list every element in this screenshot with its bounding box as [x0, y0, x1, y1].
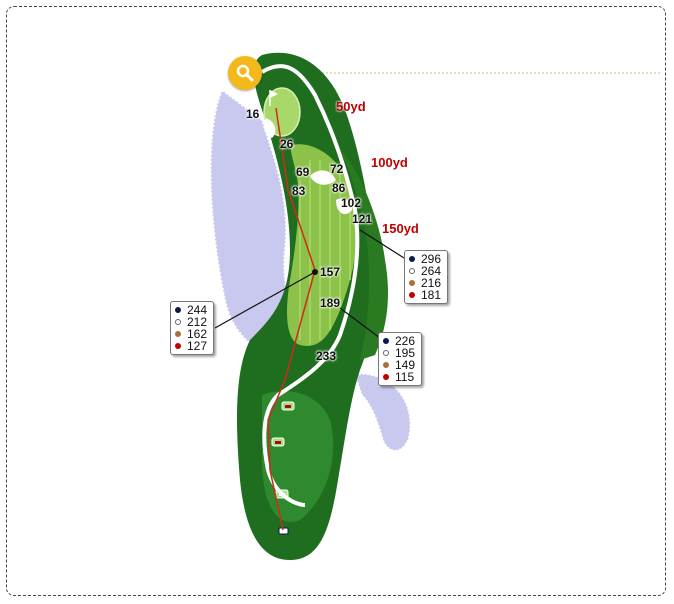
distance-value: 244	[187, 303, 208, 317]
tee-gold-dot	[175, 331, 181, 337]
distance-value: 162	[187, 327, 208, 341]
tee-black-dot	[175, 307, 181, 313]
distance-value: 226	[395, 334, 416, 348]
leader-189	[339, 307, 381, 339]
distance-label: 26	[280, 137, 294, 151]
tee-red-dot	[383, 374, 389, 380]
map-frame	[6, 6, 666, 596]
distance-label: 157	[320, 265, 341, 279]
distance-value: 127	[187, 339, 208, 353]
distance-label: 233	[316, 349, 337, 363]
rough-right	[340, 150, 389, 360]
tee-black-dot	[409, 256, 415, 262]
distance-label: 189	[320, 296, 341, 310]
distance-label: 16	[246, 107, 260, 121]
marker-100yd: 100yd	[371, 155, 408, 170]
distance-value: 195	[395, 346, 416, 360]
distance-value: 212	[187, 315, 208, 329]
distance-card-left: 244 212 162 127	[170, 301, 215, 355]
tee-red-dot	[175, 343, 181, 349]
play-route	[267, 107, 316, 531]
tee-black	[278, 527, 289, 535]
distance-value: 181	[421, 288, 442, 302]
flag	[270, 90, 278, 98]
cart-path	[260, 64, 360, 507]
tee-white-dot	[175, 319, 181, 325]
leader-150	[359, 229, 405, 259]
distance-value: 296	[421, 252, 442, 266]
distance-card-right-top: 296 264 216 181	[404, 250, 449, 304]
tee-white-dot	[383, 350, 389, 356]
tee-red-dot	[409, 292, 415, 298]
search-icon	[236, 64, 254, 82]
distance-label: 72	[330, 162, 344, 176]
marker-50yd: 50yd	[336, 99, 366, 114]
marker-150yd: 150yd	[382, 221, 419, 236]
distance-label: 102	[341, 196, 362, 210]
tee-black-dot	[383, 338, 389, 344]
zoom-button[interactable]	[228, 56, 262, 90]
distance-value: 149	[395, 358, 416, 372]
distance-label: 69	[296, 165, 310, 179]
distance-card-right-bottom: 226 195 149 115	[378, 332, 423, 386]
distance-label: 86	[332, 181, 346, 195]
tee-gold-dot	[383, 362, 389, 368]
bunker-green	[264, 118, 276, 138]
bunker-fairway-1	[310, 170, 336, 185]
tee-white-dot	[409, 268, 415, 274]
distance-value: 216	[421, 276, 442, 290]
distance-value: 115	[395, 370, 415, 384]
distance-label: 83	[292, 184, 306, 198]
distance-value: 264	[421, 264, 442, 278]
leader-157	[214, 271, 316, 329]
distance-label: 121	[352, 212, 373, 226]
bunker-fairway-2	[336, 198, 352, 215]
tee-gold-dot	[409, 280, 415, 286]
